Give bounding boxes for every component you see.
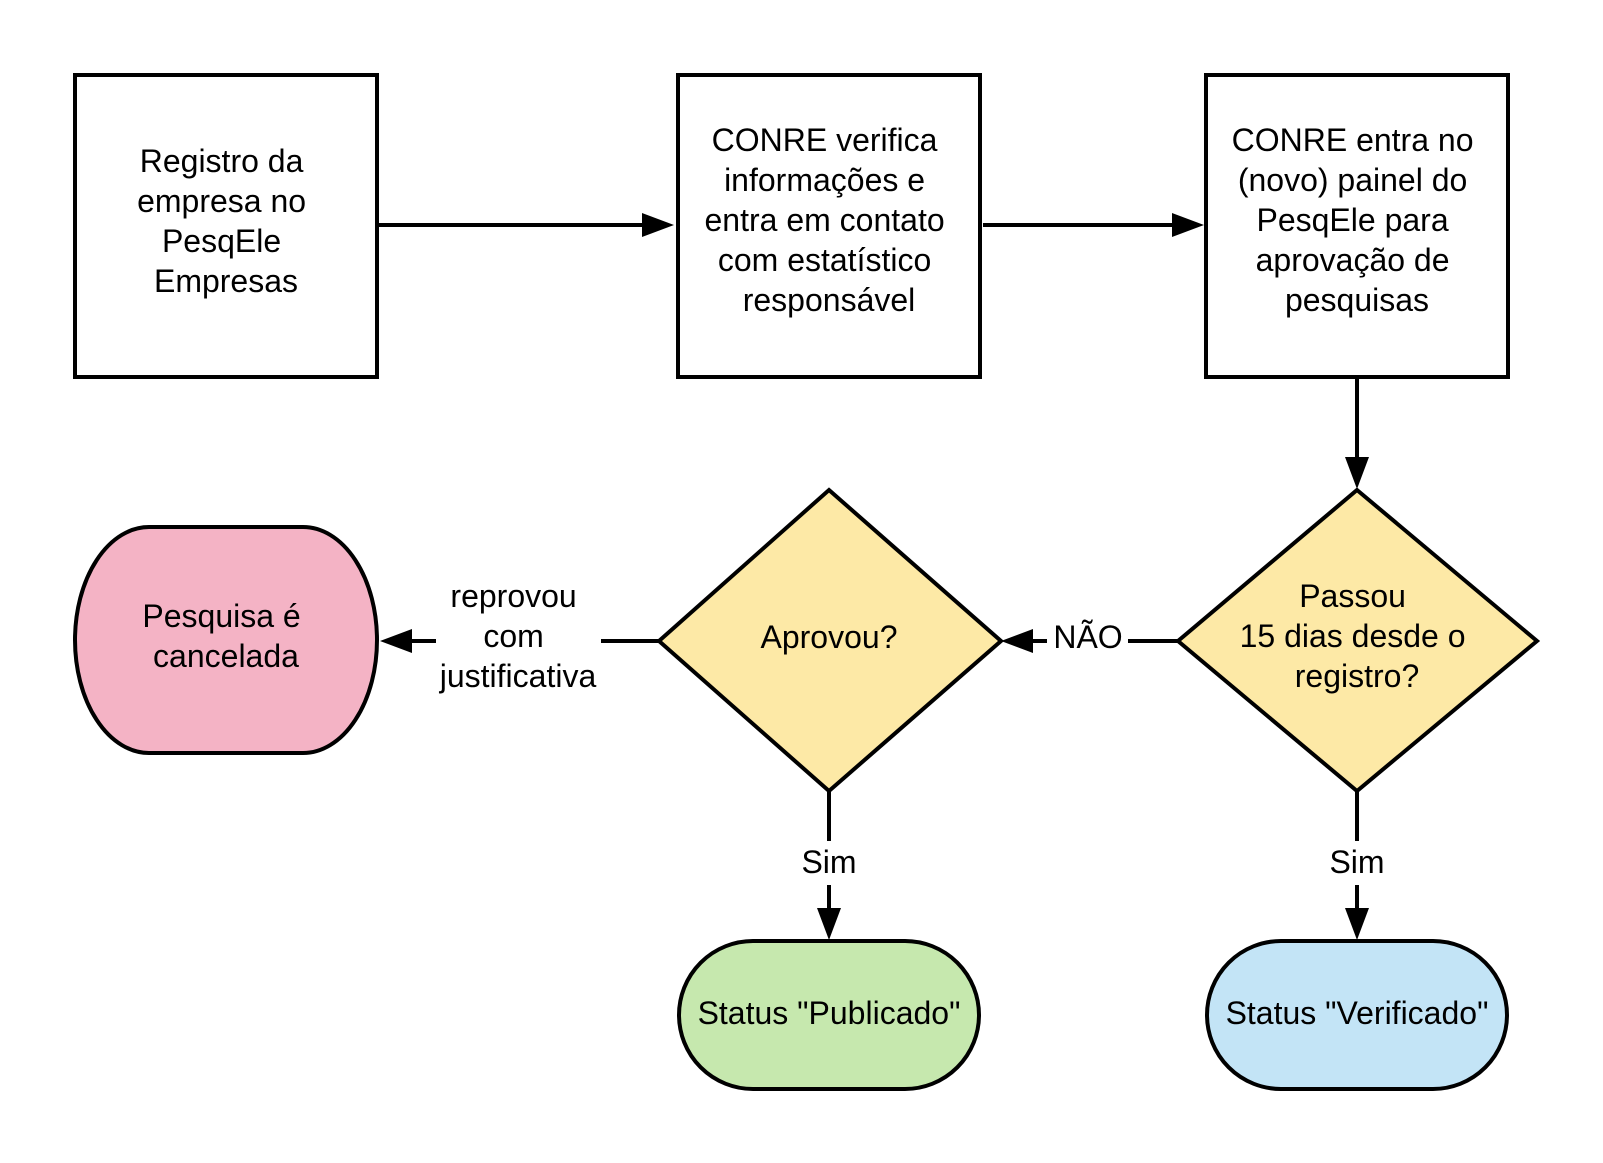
edge-aprovou-sim-to-publicado xyxy=(817,791,841,940)
node-label-line: PesqEle para xyxy=(1256,202,1448,238)
edge-label-sim-aprovou: Sim xyxy=(801,844,856,880)
node-label-line: empresa no xyxy=(137,183,306,219)
node-label-line: Passou xyxy=(1299,578,1406,614)
node-conre-painel: CONRE entra no (novo) painel do PesqEle … xyxy=(1204,73,1510,379)
node-label-line: CONRE entra no xyxy=(1232,122,1474,158)
process-box xyxy=(73,73,379,379)
edge-label-reprovou-line: reprovou xyxy=(450,578,576,614)
edge-registro-to-verifica xyxy=(375,213,674,237)
node-aprovou-label: Aprovou? xyxy=(761,619,898,655)
node-registro: Registro da empresa no PesqEle Empresas xyxy=(73,73,379,379)
node-conre-painel-label: CONRE entra no (novo) painel do PesqEle … xyxy=(1232,122,1483,318)
terminal-publicado xyxy=(677,939,981,1091)
node-label-line: pesquisas xyxy=(1285,282,1429,318)
edge-label-sim-passou: Sim xyxy=(1329,844,1384,880)
node-label-line: Registro da xyxy=(140,143,304,179)
decision-diamond xyxy=(655,487,1005,794)
node-label-line: CONRE verifica xyxy=(712,122,938,158)
edge-verifica-to-painel xyxy=(983,213,1204,237)
node-label-line: 15 dias desde o xyxy=(1240,618,1466,654)
edge-label-reprovou-line: justificativa xyxy=(439,658,597,694)
edge-aprovou-reprovou-to-cancelada xyxy=(380,629,659,653)
edge-label-reprovou-line: com xyxy=(483,618,543,654)
node-label-line: Empresas xyxy=(154,263,298,299)
node-conre-verifica-label: CONRE verifica informações e entra em co… xyxy=(704,122,953,318)
node-registro-label: Registro da empresa no PesqEle Empresas xyxy=(137,143,315,299)
terminal-verificado xyxy=(1205,939,1509,1091)
process-box xyxy=(676,73,982,379)
node-publicado-label: Status "Publicado" xyxy=(698,995,961,1031)
node-cancelada: Pesquisa é cancelada xyxy=(73,525,379,755)
terminal-cancelada xyxy=(73,525,379,755)
node-label-line: entra em contato xyxy=(704,202,944,238)
decision-diamond xyxy=(1174,487,1541,794)
node-passou-15-dias: Passou 15 dias desde o registro? xyxy=(1174,487,1541,794)
node-label-line: aprovação de xyxy=(1256,242,1450,278)
edge-passou-nao-to-aprovou xyxy=(1001,629,1178,653)
node-label-line: com estatístico xyxy=(718,242,931,278)
node-conre-verifica: CONRE verifica informações e entra em co… xyxy=(676,73,982,379)
node-label-line: informações e xyxy=(724,162,925,198)
edge-painel-to-passou xyxy=(1345,377,1369,489)
node-label-line: Pesquisa é xyxy=(142,598,300,634)
node-verificado-label: Status "Verificado" xyxy=(1226,995,1489,1031)
node-cancelada-label: Pesquisa é cancelada xyxy=(142,598,309,674)
edge-label-nao: NÃO xyxy=(1053,619,1122,655)
node-label-line: PesqEle xyxy=(162,223,281,259)
process-box xyxy=(1204,73,1510,379)
node-label-line: (novo) painel do xyxy=(1238,162,1467,198)
node-label-line: responsável xyxy=(743,282,916,318)
node-passou-15-dias-label: Passou 15 dias desde o registro? xyxy=(1240,578,1475,694)
edge-label-reprovou: reprovou com justificativa xyxy=(439,578,597,694)
node-aprovou: Aprovou? xyxy=(655,487,1005,794)
edge-passou-sim-to-verificado xyxy=(1345,791,1369,940)
node-label-line: registro? xyxy=(1295,658,1420,694)
node-publicado: Status "Publicado" xyxy=(677,939,981,1091)
node-label-line: cancelada xyxy=(153,638,299,674)
node-verificado: Status "Verificado" xyxy=(1205,939,1509,1091)
